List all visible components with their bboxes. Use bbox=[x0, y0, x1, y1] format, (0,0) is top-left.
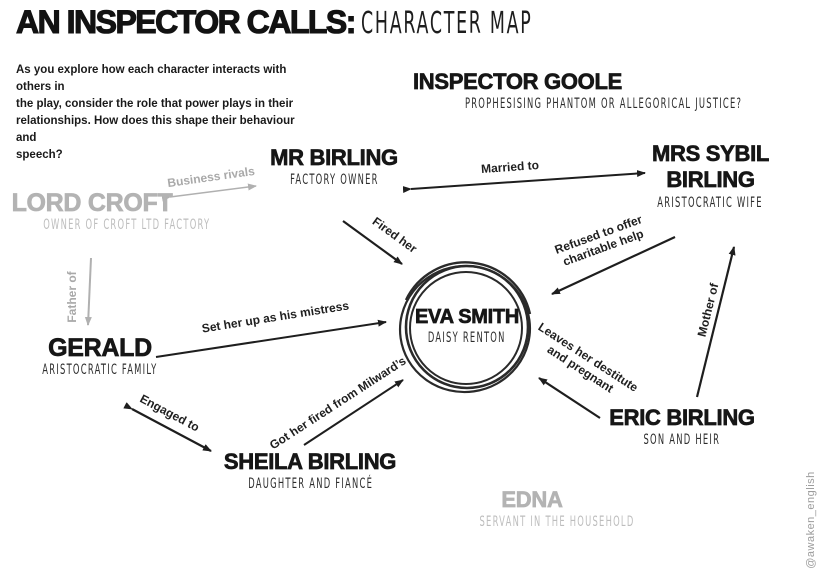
intro-line-2: the play, consider the role that power p… bbox=[16, 98, 294, 110]
intro-line-3: relationships. How does this shape their… bbox=[16, 115, 295, 144]
character-name: MR BIRLING bbox=[270, 145, 399, 170]
character-mr-birling: MR BIRLING FACTORY OWNER bbox=[234, 145, 434, 189]
relationship-label-engaged-to: Engaged to bbox=[137, 391, 202, 435]
arrow-father-of bbox=[84, 257, 92, 326]
relationship-label-father-of: Father of bbox=[65, 271, 79, 323]
intro-paragraph: As you explore how each character intera… bbox=[16, 62, 306, 164]
character-name: ERIC BIRLING bbox=[609, 405, 756, 430]
character-role: DAISY RENTON bbox=[428, 329, 506, 347]
character-role: SON AND HEIR bbox=[643, 431, 721, 449]
character-inspector-goole: INSPECTOR GOOLE PROPHESISING PHANTOM OR … bbox=[380, 69, 741, 112]
character-sheila-birling: SHEILA BIRLING DAUGHTER AND FIANCÉ bbox=[210, 449, 410, 493]
watermark-credit: @awaken_english bbox=[805, 471, 817, 569]
character-name: LORD CROFT bbox=[11, 189, 173, 217]
relationship-label-fired-her: Fired her bbox=[369, 214, 420, 256]
relationship-label-refused-charitable-help: Refused to offer charitable help bbox=[552, 212, 646, 269]
relationship-label-set-up-as-mistress: Set her up as his mistress bbox=[200, 298, 350, 336]
relationship-label-mother-of: Mother of bbox=[694, 281, 722, 339]
character-role: ARISTOCRATIC FAMILY bbox=[42, 361, 158, 379]
character-mrs-sybil-birling: MRS SYBIL BIRLING ARISTOCRATIC WIFE bbox=[608, 141, 813, 212]
page-title: AN INSPECTOR CALLS:CHARACTER MAP bbox=[15, 3, 657, 41]
character-lord-croft: LORD CROFT OWNER OF CROFT LTD FACTORY bbox=[0, 189, 209, 233]
character-name: GERALD bbox=[48, 334, 153, 362]
character-role: ARISTOCRATIC WIFE bbox=[657, 194, 764, 212]
character-name: INSPECTOR GOOLE bbox=[412, 69, 623, 94]
character-name-line2: BIRLING bbox=[666, 167, 755, 193]
character-role: FACTORY OWNER bbox=[289, 171, 379, 189]
relationship-label-leaves-destitute: Leaves her destitute and pregnant bbox=[535, 319, 641, 396]
title-subtitle: CHARACTER MAP bbox=[360, 6, 533, 41]
character-role: SERVANT IN THE HOUSEHOLD bbox=[479, 513, 635, 531]
character-role: PROPHESISING PHANTOM OR ALLEGORICAL JUST… bbox=[464, 95, 743, 113]
title-main: AN INSPECTOR CALLS: bbox=[15, 3, 357, 40]
character-role: DAUGHTER AND FIANCÉ bbox=[248, 475, 374, 493]
character-name: EDNA bbox=[501, 487, 563, 512]
intro-line-4: speech? bbox=[16, 149, 63, 161]
relationship-label-got-her-fired: Got her fired from Milward’s bbox=[267, 353, 409, 453]
intro-line-1: As you explore how each character intera… bbox=[16, 64, 287, 93]
character-edna: EDNA SERVANT IN THE HOUSEHOLD bbox=[432, 487, 635, 531]
character-name: EVA SMITH bbox=[415, 306, 520, 329]
character-eva-smith: EVA SMITH DAISY RENTON bbox=[396, 306, 538, 347]
character-gerald: GERALD ARISTOCRATIC FAMILY bbox=[0, 334, 200, 379]
character-name: SHEILA BIRLING bbox=[223, 449, 397, 474]
character-eric-birling: ERIC BIRLING SON AND HEIR bbox=[582, 405, 782, 449]
relationship-label-married-to: Married to bbox=[480, 157, 540, 177]
character-role: OWNER OF CROFT LTD FACTORY bbox=[43, 216, 211, 234]
character-name-line1: MRS SYBIL bbox=[651, 141, 770, 167]
